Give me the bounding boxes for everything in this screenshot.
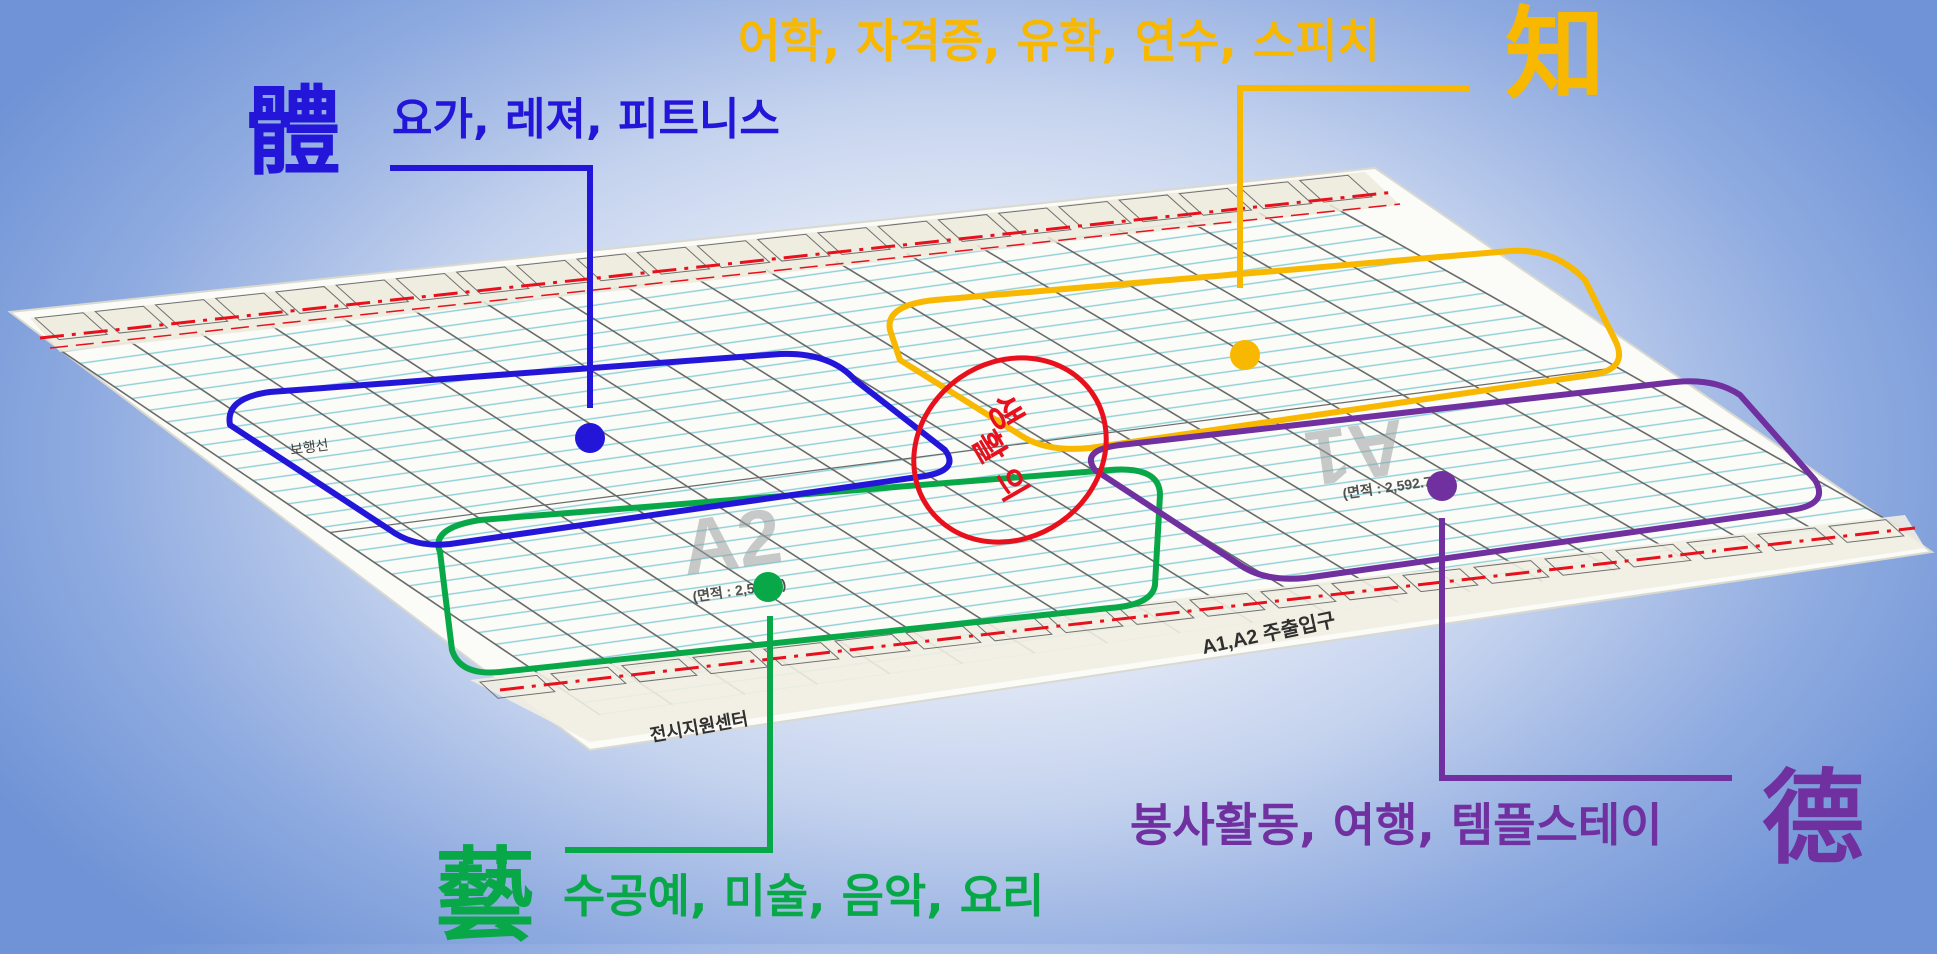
annex-room [274,286,350,314]
ye-marker-dot [753,572,783,602]
deok-activities: 봉사활동, 여행, 템플스테이 [1130,798,1663,852]
annex-room [334,279,410,308]
boundary-line-top-2 [49,203,1401,349]
annex-room [620,658,698,683]
annex-room [997,207,1072,236]
annex-rooms-top [33,174,1374,341]
ji-marker-dot [1230,340,1260,370]
annex-room [154,299,229,328]
ti-hanja: 體 [245,75,341,188]
walkway-label: 보행선 [289,436,329,457]
annex-room [1057,200,1133,229]
ye-hanja: 藝 [435,836,535,954]
floor-plan: A2 (면적 : 2,592.7) A1 (면적 : 2,592.7) A1,A… [7,166,1935,752]
annex-room [455,266,530,295]
annex-room [1827,519,1905,543]
annex-room [1298,174,1374,203]
boundary-line-top [39,190,1396,340]
annex-band-bottom [470,515,1925,742]
annex-room [1117,194,1193,223]
annex-room [1178,187,1253,216]
annex-room [395,272,470,301]
zone-ti-outline [226,350,953,548]
annex-room [762,642,840,666]
deok-leader [1427,471,1732,781]
annex-room [1472,560,1550,584]
ji-activities: 어학, 자격증, 유학, 연수, 스피치 [738,14,1380,68]
ji-leader [1230,85,1470,370]
annex-room [877,220,952,249]
annex-room [94,305,169,334]
ye-leader [565,572,783,853]
annex-room [833,633,911,658]
annex-room [214,292,290,321]
ti-marker-dot [575,423,605,453]
boundary-line-bottom [499,526,1916,692]
deok-hanja: 德 [1762,759,1864,879]
grid-row-line [329,366,1618,534]
zone-deok-outline [1087,378,1823,582]
ji-hanja: 知 [1505,0,1605,113]
annex-room [478,674,556,699]
zone-ji-outline [886,247,1623,452]
annex-room [636,246,711,275]
annex-room [575,253,651,282]
annex-room [696,240,771,269]
ye-activities: 수공예, 미술, 음악, 요리 [563,869,1045,923]
floor-plan-grid [59,204,1906,716]
ti-activities: 요가, 레져, 피트니스 [392,94,780,145]
deok-marker-dot [1427,471,1457,501]
annex-room [1259,584,1337,609]
annex-room [756,233,832,262]
annex-room [1238,181,1313,210]
annex-room [937,214,1012,242]
zone-ye-outline [435,466,1163,676]
annex-room [33,312,109,341]
annex-room [549,666,627,691]
annex-room [816,227,892,256]
ti-leader [390,165,605,453]
